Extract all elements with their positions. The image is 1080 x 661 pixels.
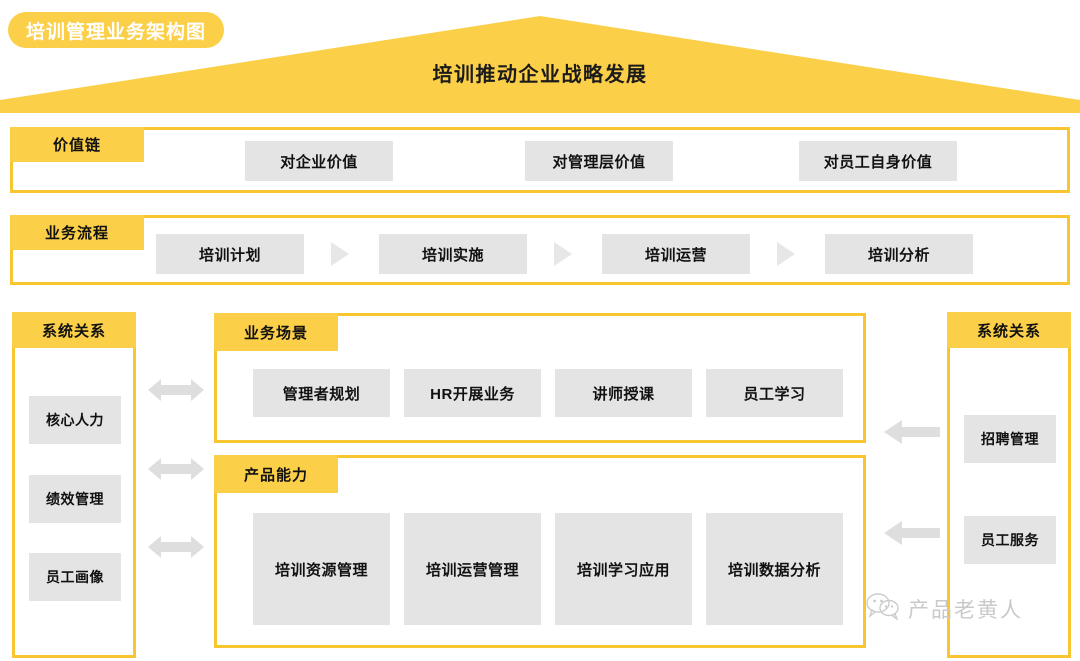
product-capability-band: 产品能力 培训资源管理 培训运营管理 培训学习应用 培训数据分析 — [214, 455, 866, 648]
business-scenario-item-0-label: 管理者规划 — [282, 385, 361, 403]
business-process-item-0[interactable]: 培训计划 — [156, 234, 304, 274]
product-capability-item-3[interactable]: 培训数据分析 — [706, 513, 843, 625]
value-chain-item-2[interactable]: 对员工自身价值 — [799, 141, 957, 181]
product-capability-item-1[interactable]: 培训运营管理 — [404, 513, 541, 625]
left-panel-header-label: 系统关系 — [41, 322, 106, 340]
wechat-icon — [866, 592, 900, 626]
left-panel-item-2-label: 员工画像 — [46, 569, 104, 585]
right-panel-item-0[interactable]: 招聘管理 — [964, 415, 1056, 463]
double-arrow-icon — [148, 455, 204, 483]
left-panel-item-2[interactable]: 员工画像 — [29, 553, 121, 601]
business-scenario-item-2-label: 讲师授课 — [592, 385, 655, 403]
product-capability-item-0[interactable]: 培训资源管理 — [253, 513, 390, 625]
value-chain-item-1-label: 对管理层价值 — [552, 153, 646, 171]
right-panel-item-1-label: 员工服务 — [981, 532, 1039, 548]
triangle-right-icon — [331, 242, 349, 266]
business-process-item-2-label: 培训运营 — [644, 246, 707, 264]
business-scenario-band: 业务场景 管理者规划 HR开展业务 讲师授课 员工学习 — [214, 313, 866, 443]
business-process-item-0-label: 培训计划 — [198, 246, 261, 264]
value-chain-item-1[interactable]: 对管理层价值 — [525, 141, 673, 181]
left-panel-item-1[interactable]: 绩效管理 — [29, 475, 121, 523]
business-scenario-tab: 业务场景 — [214, 313, 338, 351]
business-process-band: 业务流程 培训计划 培训实施 培训运营 培训分析 — [10, 215, 1070, 285]
business-process-item-2[interactable]: 培训运营 — [602, 234, 750, 274]
business-scenario-item-1-label: HR开展业务 — [430, 385, 515, 403]
double-arrow-icon — [148, 533, 204, 561]
page-title-text: 培训管理业务架构图 — [26, 21, 207, 43]
right-panel-item-0-label: 招聘管理 — [981, 431, 1039, 447]
triangle-right-icon — [554, 242, 572, 266]
double-arrow-icon — [148, 376, 204, 404]
business-scenario-item-2[interactable]: 讲师授课 — [555, 369, 692, 417]
right-system-relations-panel: 系统关系 招聘管理 员工服务 — [947, 312, 1071, 658]
business-scenario-item-3-label: 员工学习 — [743, 385, 806, 403]
value-chain-item-0-label: 对企业价值 — [280, 153, 358, 171]
value-chain-item-2-label: 对员工自身价值 — [823, 153, 933, 171]
business-process-item-3-label: 培训分析 — [867, 246, 930, 264]
product-capability-item-3-label: 培训数据分析 — [727, 561, 821, 579]
value-chain-band: 价值链 对企业价值 对管理层价值 对员工自身价值 — [10, 127, 1070, 193]
value-chain-tab-label: 价值链 — [52, 137, 101, 154]
left-panel-item-0-label: 核心人力 — [46, 412, 104, 428]
right-panel-header-label: 系统关系 — [976, 322, 1041, 340]
hero-headline: 培训推动企业战略发展 — [432, 64, 648, 86]
product-capability-tab-label: 产品能力 — [243, 466, 308, 484]
business-process-item-1[interactable]: 培训实施 — [379, 234, 527, 274]
arrow-left-icon — [884, 519, 940, 547]
business-process-item-3[interactable]: 培训分析 — [825, 234, 973, 274]
right-panel-item-1[interactable]: 员工服务 — [964, 516, 1056, 564]
business-scenario-item-1[interactable]: HR开展业务 — [404, 369, 541, 417]
value-chain-item-0[interactable]: 对企业价值 — [245, 141, 393, 181]
product-capability-item-0-label: 培训资源管理 — [274, 561, 368, 579]
business-process-tab: 业务流程 — [10, 215, 144, 250]
business-scenario-item-0[interactable]: 管理者规划 — [253, 369, 390, 417]
business-process-tab-label: 业务流程 — [44, 225, 109, 242]
business-process-item-1-label: 培训实施 — [421, 246, 484, 264]
page-title-badge: 培训管理业务架构图 — [8, 12, 225, 48]
product-capability-item-1-label: 培训运营管理 — [425, 561, 519, 579]
hero-banner — [0, 14, 1080, 114]
triangle-right-icon — [777, 242, 795, 266]
left-system-relations-panel: 系统关系 核心人力 绩效管理 员工画像 — [12, 312, 136, 658]
value-chain-tab: 价值链 — [10, 127, 144, 162]
product-capability-tab: 产品能力 — [214, 455, 338, 493]
business-scenario-item-3[interactable]: 员工学习 — [706, 369, 843, 417]
arrow-left-icon — [884, 418, 940, 446]
left-panel-header: 系统关系 — [12, 312, 136, 348]
business-scenario-tab-label: 业务场景 — [243, 324, 308, 342]
product-capability-item-2-label: 培训学习应用 — [576, 561, 670, 579]
left-panel-item-1-label: 绩效管理 — [46, 491, 104, 507]
product-capability-item-2[interactable]: 培训学习应用 — [555, 513, 692, 625]
hero-chevron-shape — [0, 16, 1080, 113]
left-panel-item-0[interactable]: 核心人力 — [29, 396, 121, 444]
right-panel-header: 系统关系 — [947, 312, 1071, 348]
